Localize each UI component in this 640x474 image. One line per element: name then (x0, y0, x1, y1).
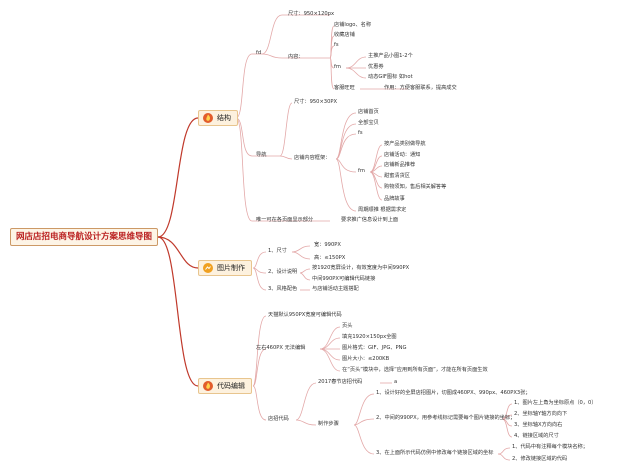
node-c4: 4、链接区域的尺寸 (514, 433, 559, 439)
node-code-step4: 图片大小：≤200KB (342, 356, 390, 362)
node-m3a: 1、代码中有注释每个模块名称； (512, 444, 588, 450)
node-code-step3: 图片格式：GIF、JPG、PNG (342, 345, 407, 351)
node-size: 尺寸：950×120px (288, 11, 335, 17)
node-fd: fd (256, 50, 262, 56)
node-m3: 3、在上面所示代码仿例中修改每个链接区域的坐标 (376, 450, 494, 456)
node-code-step2: 填充1920×150px全图 (342, 334, 397, 340)
node-brand: 品牌故事 (384, 196, 405, 202)
node-fm: fm (334, 64, 341, 70)
node-img-style: 3、风格配色 (268, 286, 298, 292)
node-c2: 2、坐标轴Y轴方向向下 (514, 411, 568, 417)
root-to-structure (157, 117, 199, 238)
node-store-code: 店招代码 (268, 416, 289, 422)
node-logo: 店铺logo、名称 (334, 22, 372, 28)
node-code-default: 天猫默认950PX宽度可编辑代码 (268, 312, 342, 318)
node-m1: 1、设计好的全屏店招图片，切图成460PX、990px、460PX3张； (376, 390, 531, 396)
line-structure-unique (235, 117, 253, 222)
node-clearance: 甜蜜清货区 (384, 173, 410, 179)
node-code-left: 左右460PX 无法编辑 (256, 345, 306, 351)
node-cat-nav: 按产品类别做导航 (384, 141, 426, 147)
node-m2: 2、中间的990PX，用参考线标记需要每个图片链接的坐标； (376, 415, 516, 421)
node-c1: 1、图片左上角为坐标原点（0，0） (514, 400, 597, 406)
branch-image-label: 图片制作 (217, 264, 245, 272)
node-img-width: 宽：990PX (314, 242, 341, 248)
node-code-a: a (394, 379, 398, 385)
node-weekly: 周期顺推 根据需求定 (358, 207, 407, 213)
root-node: 网店店招电商导航设计方案思维导图 (10, 228, 158, 246)
node-code-2017: 2017春节店招代码 (318, 379, 363, 385)
branch-structure-label: 结构 (217, 114, 231, 122)
root-to-image (157, 236, 199, 269)
node-nav-content: 店铺内容框架： (294, 155, 331, 161)
node-img-size: 1、尺寸 (268, 248, 287, 254)
node-img-design1: 按1920宽屏设计，有效宽度为中间990PX (312, 265, 410, 271)
node-fs: fs (334, 42, 339, 48)
node-fav: 收藏店铺 (334, 32, 355, 38)
node-content: 内容： (288, 54, 304, 60)
node-unique: 唯一可在各页面显示部分 (256, 217, 314, 223)
node-unique-note: 要求推广信息设计到上面 (341, 217, 399, 223)
node-nav: 导航 (256, 152, 267, 158)
branch-code: 代码编辑 (198, 378, 252, 394)
node-img-design: 2、设计说明 (268, 269, 298, 275)
branch-structure: 结构 (198, 110, 238, 126)
node-cs: 客服旺旺 (334, 85, 355, 91)
branch-code-label: 代码编辑 (217, 382, 245, 390)
flame-icon (203, 381, 213, 391)
node-nav-fs: fs (358, 130, 363, 136)
node-method: 制作步骤 (318, 421, 339, 427)
branch-image: 图片制作 (198, 260, 252, 276)
line-structure-fd (235, 53, 253, 119)
image-icon (203, 263, 213, 273)
node-main-products: 主推产品小图1-2个 (368, 53, 413, 59)
node-new: 店铺新品推荐 (384, 162, 416, 168)
flame-icon (203, 113, 213, 123)
node-code-step1: 页头 (342, 323, 353, 329)
node-gif: 动态GIF图标 如hot (368, 74, 413, 80)
line-structure-nav (235, 117, 253, 157)
node-coupon: 优惠券 (368, 64, 384, 70)
node-img-height: 高：≤150PX (314, 255, 346, 261)
node-nav-size: 尺寸：950×30PX (294, 99, 338, 105)
root-to-code (157, 236, 199, 387)
node-nav-fm: fm (358, 168, 365, 174)
node-all-items: 全部宝贝 (358, 120, 379, 126)
node-events: 店铺活动：通知 (384, 152, 421, 158)
node-code-step5: 在“页头”模块中，选择“应用到所有页面”，才能在所有页面生效 (342, 367, 488, 373)
node-m3b: 2、修改链接区域的代码 (512, 456, 568, 462)
node-img-style-note: 与店铺活动主题搭配 (312, 286, 359, 292)
node-c3: 3、坐标轴X方向向右 (514, 422, 563, 428)
node-cs-role: 作用：方便客服联系，提高成交 (384, 85, 457, 91)
node-after-sales: 购物须知，售后相关解答等 (384, 184, 447, 190)
node-img-design2: 中间990PX可编辑代码链接 (312, 276, 376, 282)
node-home: 店铺首页 (358, 109, 379, 115)
